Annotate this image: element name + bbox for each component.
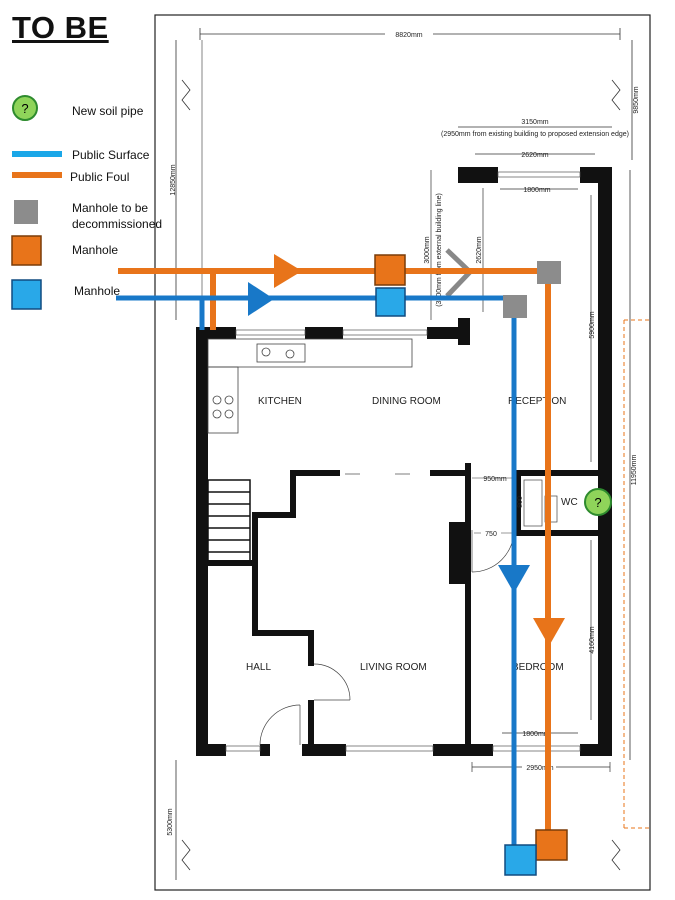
surface-flow-arrow-vertical bbox=[498, 565, 530, 593]
legend-decommissioned-manhole-icon bbox=[14, 200, 38, 224]
legend-soil-pipe-icon bbox=[12, 95, 38, 121]
dimension-right-depth: 9850mm 11950mm bbox=[611, 40, 650, 829]
dim-ext-note-label: (2950mm from existing building to propos… bbox=[441, 131, 629, 138]
dim-door-750-label: 750 bbox=[485, 531, 497, 538]
dimension-left-depth: 12850mm bbox=[170, 40, 203, 320]
dim-front-depth-label: 12850mm bbox=[170, 164, 177, 195]
legend-surface-manhole-icon bbox=[11, 279, 42, 310]
stairs bbox=[207, 479, 251, 563]
dimension-extension: 3150mm (2950mm from existing building to… bbox=[441, 119, 629, 194]
surface-manhole-existing bbox=[375, 287, 406, 317]
legend-foul-manhole-icon bbox=[11, 235, 42, 266]
room-label-wc: WC bbox=[561, 497, 578, 508]
dim-bottom-depth-label: 5300mm bbox=[167, 808, 174, 835]
dim-reception-label: 5900mm bbox=[589, 311, 596, 338]
dim-bottom-width-label: 2950mm bbox=[526, 765, 553, 772]
foul-manhole-existing bbox=[374, 254, 406, 286]
legend-surface-line bbox=[12, 151, 62, 157]
new-soil-pipe-icon bbox=[584, 488, 612, 516]
legend-manhole-surface-label: Manhole bbox=[74, 284, 121, 298]
room-label-reception: RECEPTION bbox=[508, 396, 566, 407]
legend-public-surface-label: Public Surface bbox=[72, 148, 150, 162]
room-label-hall: HALL bbox=[246, 662, 271, 673]
wc-fittings bbox=[523, 479, 558, 527]
dimension-bedroom-depth: 4160mm bbox=[589, 540, 596, 720]
dimension-extension-depth: 3000mm (3000mm from external building li… bbox=[424, 170, 484, 320]
building-walls bbox=[196, 167, 612, 756]
page-title: TO BE bbox=[12, 10, 109, 45]
legend-decommissioned-label-1: Manhole to be bbox=[72, 201, 149, 215]
kitchen-counter bbox=[207, 338, 413, 434]
foul-flow-arrow-vertical bbox=[533, 618, 565, 646]
legend-manhole-foul-label: Manhole bbox=[72, 243, 119, 257]
dim-total-right-label: 11950mm bbox=[631, 455, 638, 486]
legend-new-soil-pipe-label: New soil pipe bbox=[72, 104, 144, 118]
decommissioned-manhole-foul bbox=[537, 261, 561, 284]
windows bbox=[225, 171, 581, 752]
legend-soil-pipe-mark: ? bbox=[21, 101, 28, 116]
dim-window-bottom-label: 1800mm bbox=[522, 731, 549, 738]
foul-flow-arrow-horizontal bbox=[274, 254, 302, 288]
dim-bedroom-label: 4160mm bbox=[589, 626, 596, 653]
dim-2620-label: 2620mm bbox=[476, 236, 483, 263]
dim-wc-950-label: 950mm bbox=[483, 476, 507, 483]
surface-manhole-new bbox=[504, 844, 537, 876]
foul-manhole-new bbox=[535, 829, 568, 861]
door-swings bbox=[259, 473, 515, 746]
dimension-reception-depth: 5900mm bbox=[589, 195, 596, 462]
legend-foul-line bbox=[12, 172, 62, 178]
dim-ext-inner-label: 2620mm bbox=[521, 152, 548, 159]
dim-window-top-label: 1800mm bbox=[523, 187, 550, 194]
dim-overall-width-label: 8820mm bbox=[395, 32, 422, 39]
legend-decommissioned-label-2: decommissioned bbox=[72, 217, 163, 231]
drawing-frame bbox=[154, 14, 651, 891]
new-soil-pipe-mark: ? bbox=[594, 495, 601, 510]
dim-3000-note-label: (3000mm from external building line) bbox=[436, 193, 443, 307]
legend-public-foul-label: Public Foul bbox=[70, 170, 130, 184]
dim-ext-width-label: 3150mm bbox=[521, 119, 548, 126]
dim-right-depth-label: 9850mm bbox=[633, 86, 640, 113]
decommissioned-manhole-surface bbox=[503, 295, 527, 318]
dimension-bottom: 1800mm 2950mm 5300mm bbox=[167, 731, 621, 880]
surface-flow-arrow-horizontal bbox=[248, 282, 274, 316]
dimension-overall-width: 8820mm bbox=[199, 28, 621, 40]
dim-3000-label: 3000mm bbox=[424, 236, 431, 263]
public-surface-pipe bbox=[116, 282, 530, 850]
dim-wc-800-label: 800 bbox=[517, 496, 524, 508]
room-label-dining: DINING ROOM bbox=[372, 396, 441, 407]
room-label-bedroom: BEDROOM bbox=[512, 662, 564, 673]
room-label-kitchen: KITCHEN bbox=[258, 396, 302, 407]
room-label-living: LIVING ROOM bbox=[360, 662, 427, 673]
